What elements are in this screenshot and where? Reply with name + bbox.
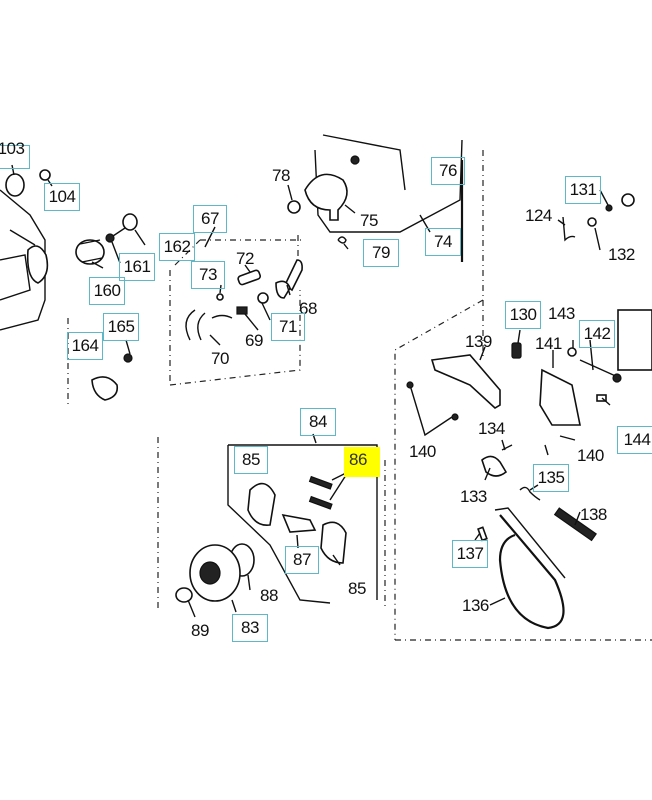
- callout-76[interactable]: 76: [431, 157, 465, 185]
- callout-84[interactable]: 84: [300, 408, 336, 436]
- callout-139: 139: [465, 332, 492, 351]
- callout-75: 75: [360, 211, 378, 230]
- callout-161[interactable]: 161: [119, 253, 155, 281]
- callout-88: 88: [260, 586, 278, 605]
- part-89: [175, 587, 193, 603]
- callout-165[interactable]: 165: [103, 313, 139, 341]
- callout-74[interactable]: 74: [425, 228, 461, 256]
- part-162: [122, 213, 138, 231]
- part-139: [430, 354, 501, 409]
- part-75: [304, 155, 360, 221]
- part-79: [337, 236, 347, 244]
- part-85-left: [247, 482, 276, 527]
- part-143: [567, 347, 577, 357]
- callout-141: 141: [535, 334, 562, 353]
- part-71: [257, 292, 269, 304]
- part-165: [123, 339, 133, 363]
- callout-86-highlighted[interactable]: 86: [344, 447, 380, 477]
- callout-73[interactable]: 73: [191, 261, 225, 289]
- part-137: [477, 526, 488, 542]
- callout-142[interactable]: 142: [579, 320, 615, 348]
- callout-85-top[interactable]: 85: [234, 446, 268, 474]
- part-135: [519, 486, 541, 501]
- callout-68: 68: [299, 299, 317, 318]
- callout-134: 134: [478, 419, 505, 438]
- callout-83[interactable]: 83: [232, 614, 268, 642]
- part-70: [185, 309, 233, 341]
- callout-160[interactable]: 160: [89, 277, 125, 305]
- part-134: [501, 444, 513, 451]
- part-87: [281, 513, 317, 533]
- callout-143: 143: [548, 304, 575, 323]
- callout-85-bottom: 85: [348, 579, 366, 598]
- part-133: [481, 455, 508, 477]
- callout-164[interactable]: 164: [67, 332, 103, 360]
- part-73: [216, 293, 224, 301]
- part-164: [91, 376, 119, 401]
- part-86: [308, 475, 333, 510]
- part-161: [105, 227, 126, 243]
- callout-136: 136: [462, 596, 489, 615]
- part-144: [596, 394, 607, 402]
- part-72: [237, 269, 262, 286]
- callout-69: 69: [245, 331, 263, 350]
- part-160: [75, 239, 105, 265]
- callout-131[interactable]: 131: [565, 176, 601, 204]
- callout-140-right: 140: [577, 446, 604, 465]
- part-132: [587, 217, 597, 227]
- housing-left: [0, 189, 49, 331]
- part-104: [39, 169, 51, 181]
- callout-133: 133: [460, 487, 487, 506]
- part-78: [287, 200, 301, 214]
- callout-71[interactable]: 71: [271, 313, 305, 341]
- part-68: [275, 259, 303, 299]
- callout-103[interactable]: 103: [0, 139, 30, 169]
- callout-137[interactable]: 137: [452, 540, 488, 568]
- part-130: [511, 342, 522, 359]
- part-69: [236, 306, 248, 315]
- callout-87[interactable]: 87: [285, 546, 319, 574]
- callout-132: 132: [608, 245, 635, 264]
- part-124: [562, 216, 576, 242]
- part-142: [579, 309, 652, 383]
- callout-67[interactable]: 67: [193, 205, 227, 233]
- part-83: [189, 544, 241, 602]
- callout-104[interactable]: 104: [44, 183, 80, 211]
- part-141: [539, 368, 581, 426]
- part-140: [406, 381, 459, 437]
- callout-130[interactable]: 130: [505, 301, 541, 329]
- callout-140-left: 140: [409, 442, 436, 461]
- callout-162[interactable]: 162: [159, 233, 195, 261]
- callout-79[interactable]: 79: [363, 239, 399, 267]
- part-85-right: [320, 521, 347, 564]
- callout-70: 70: [211, 349, 229, 368]
- part-131: [605, 193, 635, 212]
- callout-72: 72: [236, 249, 254, 268]
- callout-124: 124: [525, 206, 552, 225]
- callout-138: 138: [580, 505, 607, 524]
- callout-78: 78: [272, 166, 290, 185]
- callout-144[interactable]: 144: [617, 426, 652, 454]
- part-136: [494, 507, 566, 630]
- callout-135[interactable]: 135: [533, 464, 569, 492]
- part-103: [5, 173, 25, 197]
- callout-89: 89: [191, 621, 209, 640]
